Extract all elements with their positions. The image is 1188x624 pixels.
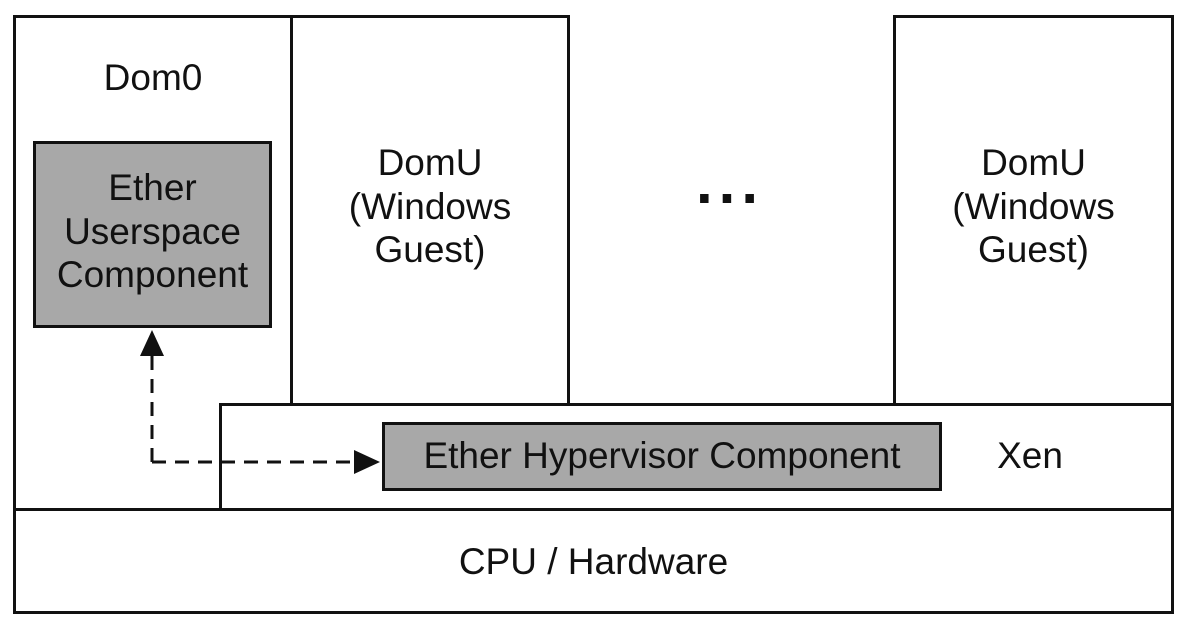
domu-label-1: DomU (Windows Guest) <box>348 142 512 271</box>
arrowhead-up-icon <box>140 330 164 356</box>
domu-box-1 <box>290 15 570 406</box>
xen-label: Xen <box>997 435 1063 476</box>
domu-label-2: DomU (Windows Guest) <box>952 142 1115 271</box>
ether-hypervisor-component <box>382 422 942 491</box>
ether-hypervisor-label: Ether Hypervisor Component <box>423 435 901 476</box>
arrowhead-right-icon <box>354 450 380 474</box>
ether-userspace-label: Ether Userspace Component <box>56 167 249 296</box>
hardware-label: CPU / Hardware <box>458 541 729 582</box>
dom0-label: Dom0 <box>103 57 203 98</box>
ellipsis-label: ... <box>695 149 764 216</box>
hardware-layer <box>13 508 1174 614</box>
ether-userspace-component <box>33 141 272 328</box>
